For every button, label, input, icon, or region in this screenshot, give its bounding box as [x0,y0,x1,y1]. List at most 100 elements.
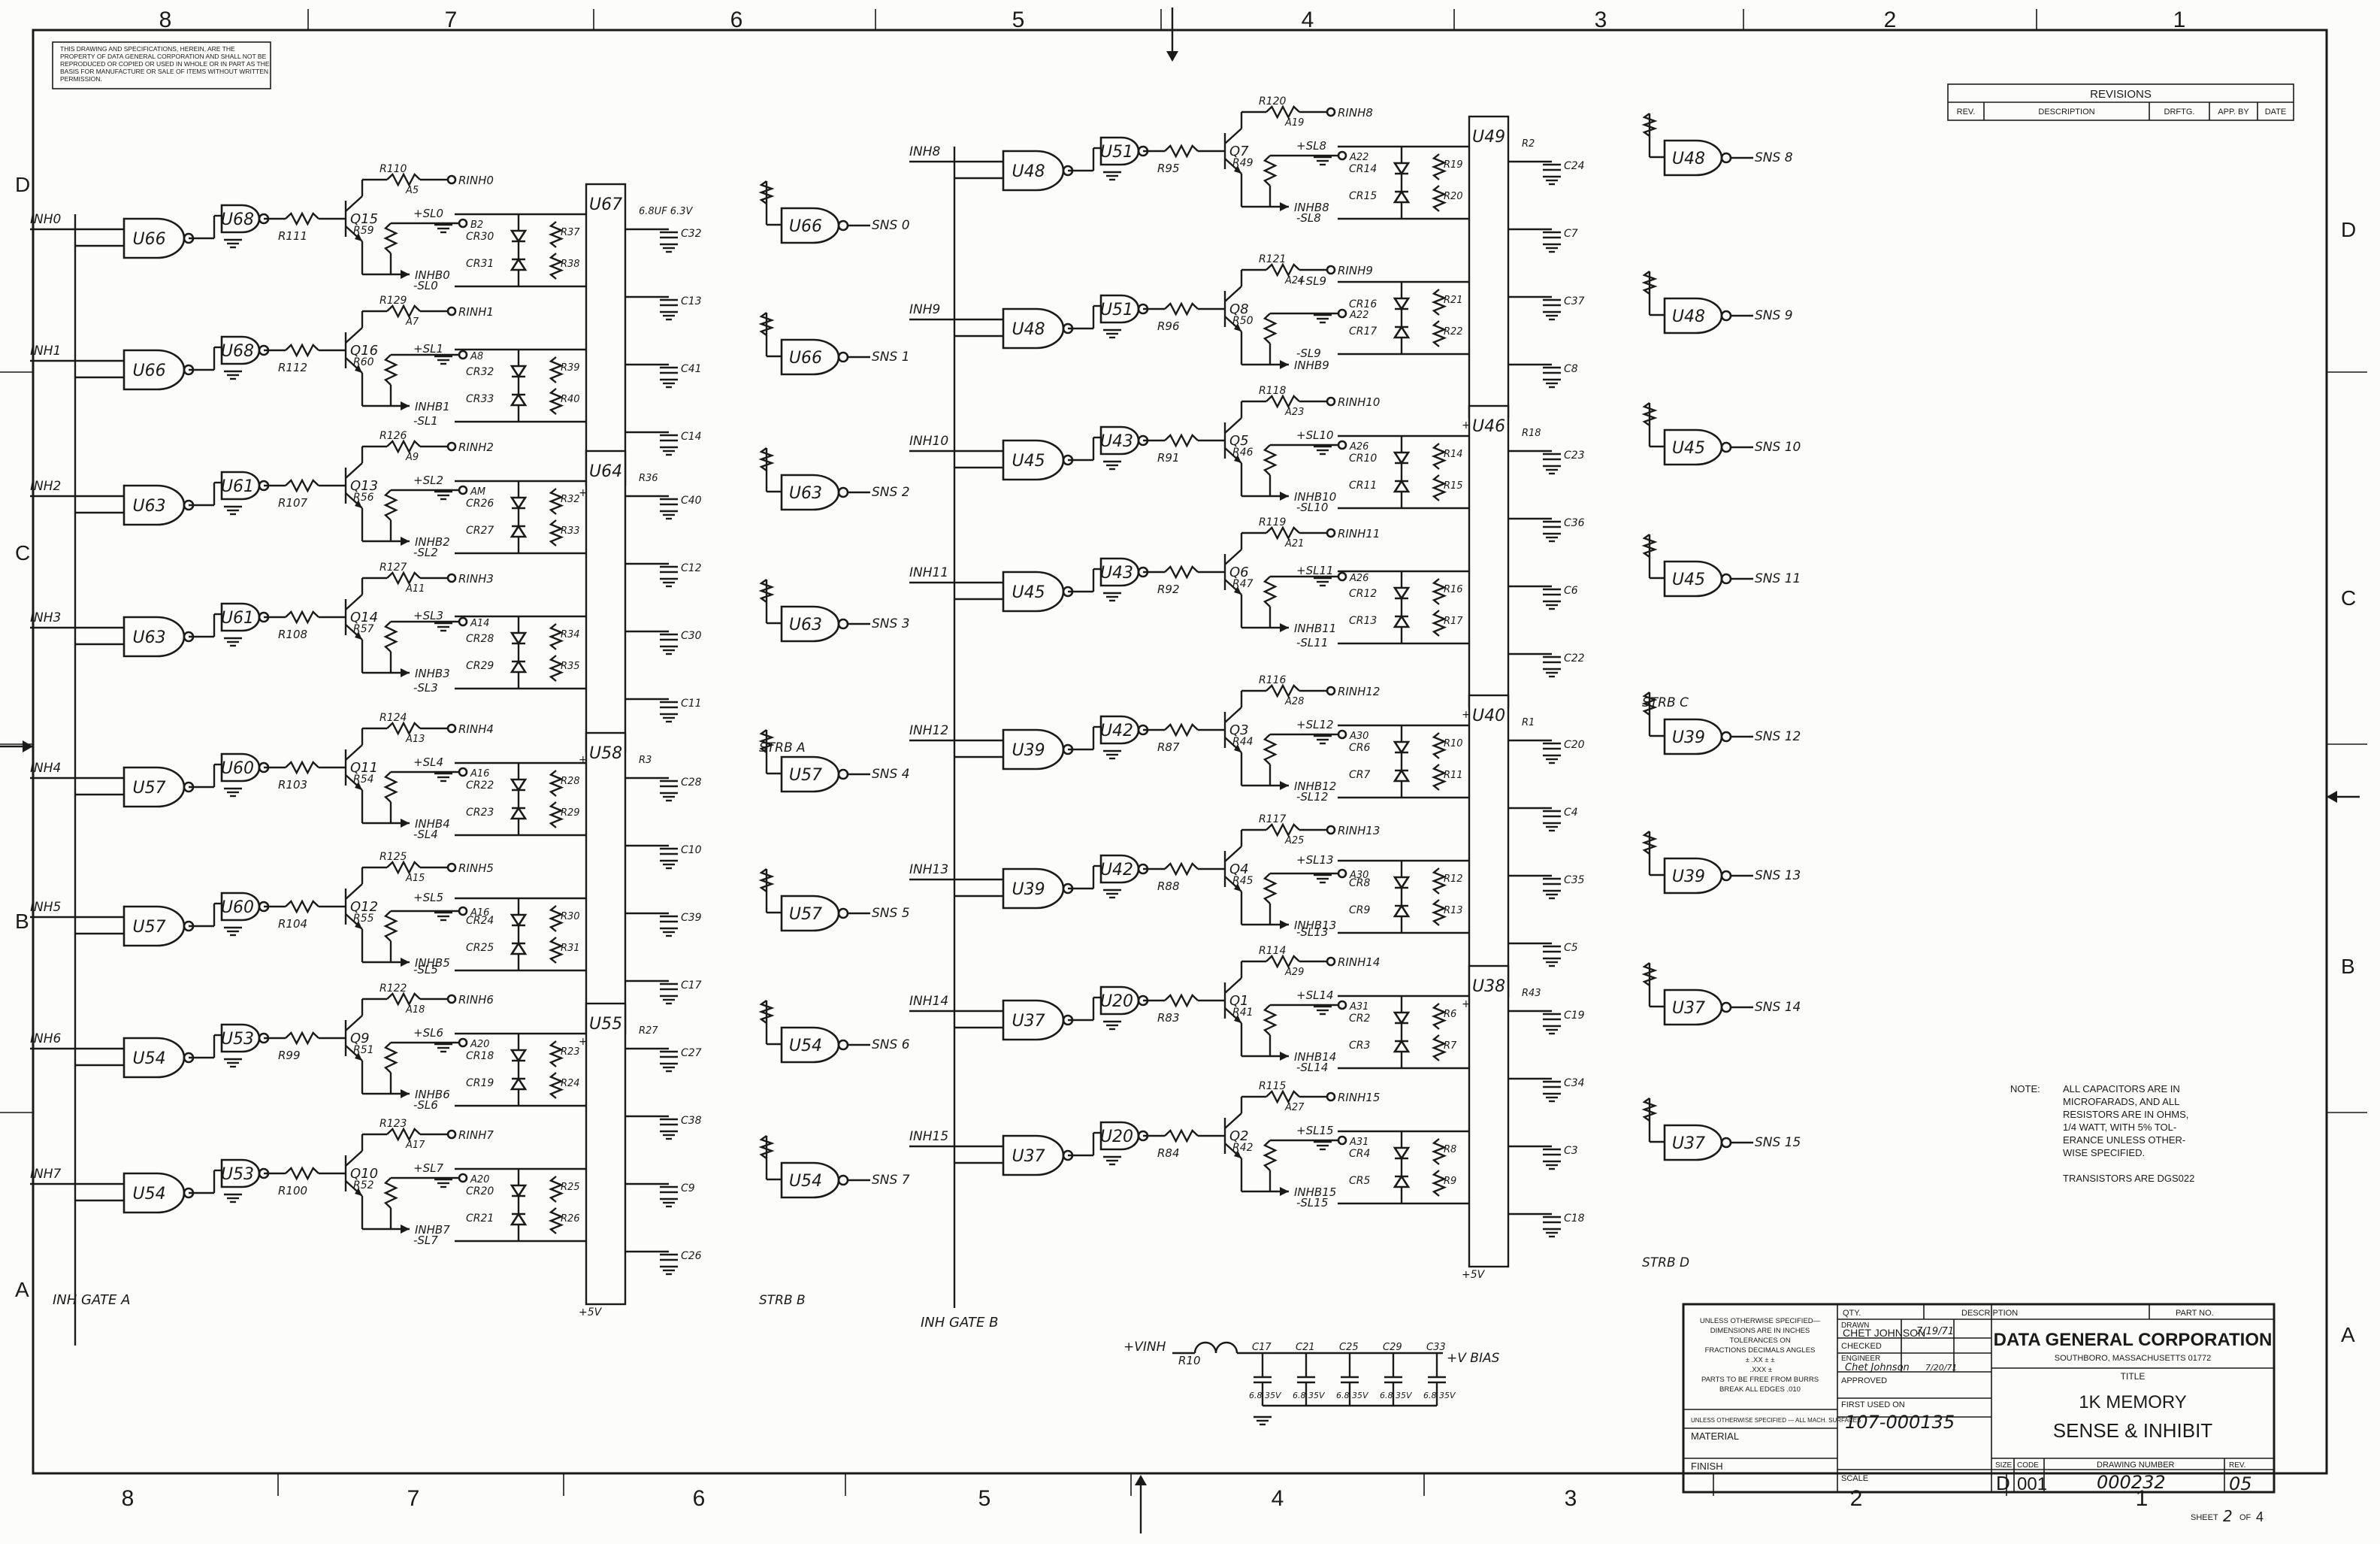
inverter-bubble [1720,1137,1732,1149]
proprietary-notice: THIS DRAWING AND SPECIFICATIONS, HEREIN,… [52,41,271,89]
nand-gate: U42 [1099,854,1149,884]
ground-symbol [1254,1415,1272,1426]
diode [510,1076,528,1091]
capacitor [1543,945,1561,953]
inverter-bubble [1720,310,1732,322]
gate-label: U54 [133,1185,166,1203]
diode [510,913,528,928]
ground-symbol [660,378,678,389]
sense-amp-section: U46+SL10-SL10CR10CR11R14R15+SL11-SL11CR1… [1296,404,1689,721]
transistor: Q12 [332,883,378,930]
capacitor [660,1118,678,1126]
transistor: Q16 [332,327,378,374]
left-row-label: B [15,910,29,933]
resistor [548,937,564,964]
bottom-zone-label: 7 [407,1486,420,1511]
ground-symbol [1543,175,1561,186]
connector-pin-label: A26 [1349,441,1368,453]
collector-resistor-label: R120 [1259,95,1287,107]
diode [1393,189,1411,204]
rinh-signal-label: RINH6 [458,993,494,1007]
diode-label: CR9 [1349,904,1371,916]
resistor [1431,1034,1447,1061]
rinh-signal-label: RINH4 [458,722,494,736]
resistor [386,991,421,1007]
left-row-label: A [15,1278,29,1301]
company-address: SOUTHBORO, MASSACHUSETTS 01772 [2055,1354,2211,1363]
gate-label: U63 [133,497,166,516]
resistor [383,910,398,942]
diode-label: CR15 [1349,190,1377,202]
strobe-label: STRB C [1642,695,1689,710]
gate-label: U60 [221,898,254,917]
emitter-arrow [1234,455,1241,463]
sense-line-label: -SL14 [1296,1061,1328,1074]
ground-symbol [224,370,242,380]
nand-gate: U39 [1663,857,1732,895]
rinh-signal-label: RINH7 [458,1128,494,1142]
emitter-arrow [1234,323,1241,332]
gate-label: U63 [789,616,822,634]
sense-output-label: SNS 3 [872,616,910,631]
ground-symbol [1103,592,1121,602]
gate-label: U53 [221,1165,254,1184]
resistor [1266,954,1300,969]
diode-label: CR13 [1349,615,1377,627]
resistor [1431,474,1447,501]
inh-gate-b-label: INH GATE B [921,1315,998,1331]
sense-line-label: +SL12 [1296,718,1334,731]
connector-pin [1326,107,1336,117]
rinh-signal-label: RINH9 [1338,264,1373,277]
bias-capacitor-label: C33 [1426,1342,1446,1353]
component-note: R3 [639,755,652,766]
ground-symbol [1543,889,1561,900]
connector-pin [458,1037,468,1048]
connector-pin-label: A13 [405,734,425,745]
bias-inductor-label: R10 [1178,1354,1201,1367]
emitter-resistor-label: R46 [1232,447,1254,459]
resistor [285,478,319,493]
ground-symbol [224,1193,242,1203]
resistor [1431,289,1447,316]
inhb-signal-label: INHB10 [1294,490,1336,504]
ground-symbol [1543,822,1561,832]
resistor-label: R33 [561,525,580,537]
resistor [548,221,564,248]
resistor-label: R22 [1444,326,1463,338]
capacitor-label: C3 [1564,1145,1578,1157]
diode-body [510,1212,528,1226]
inverter-bubble [837,907,849,919]
inverter-bubble [837,618,849,630]
connector-pin [1337,868,1347,879]
transistor: Q4 [1211,846,1249,892]
sense-amp-section: U40+SL12-SL12CR6CR7R10R11+SL13-SL13CR8CR… [1296,694,1585,1010]
inverter-bubble [837,1174,849,1186]
capacitor [1543,1148,1561,1156]
capacitor [660,565,678,574]
capacitor-label: C11 [681,698,702,710]
gate-label: U54 [133,1049,166,1068]
nand-gate: U54 [122,1172,195,1214]
rev-label: REV. [2229,1461,2245,1470]
resistor [1431,867,1447,895]
ground-symbol [224,505,242,516]
emitter-resistor-label: R49 [1232,157,1254,169]
diode [510,806,528,820]
connector-pin [446,573,457,583]
sense-amp-chip [585,183,627,486]
sense-amp-chip [585,450,627,753]
component-note: R1 [1522,717,1535,728]
connector-pin-label: A26 [1349,573,1368,584]
ground-symbol [224,787,242,798]
collector-resistor-label: R129 [380,295,407,307]
resistor [383,1042,398,1073]
transistor-label: Q7 [1229,144,1249,159]
nand-gate: U66 [122,217,195,259]
signal-arrow [401,401,410,410]
tolerance-line: UNLESS OTHERWISE SPECIFIED— [1700,1317,1821,1325]
